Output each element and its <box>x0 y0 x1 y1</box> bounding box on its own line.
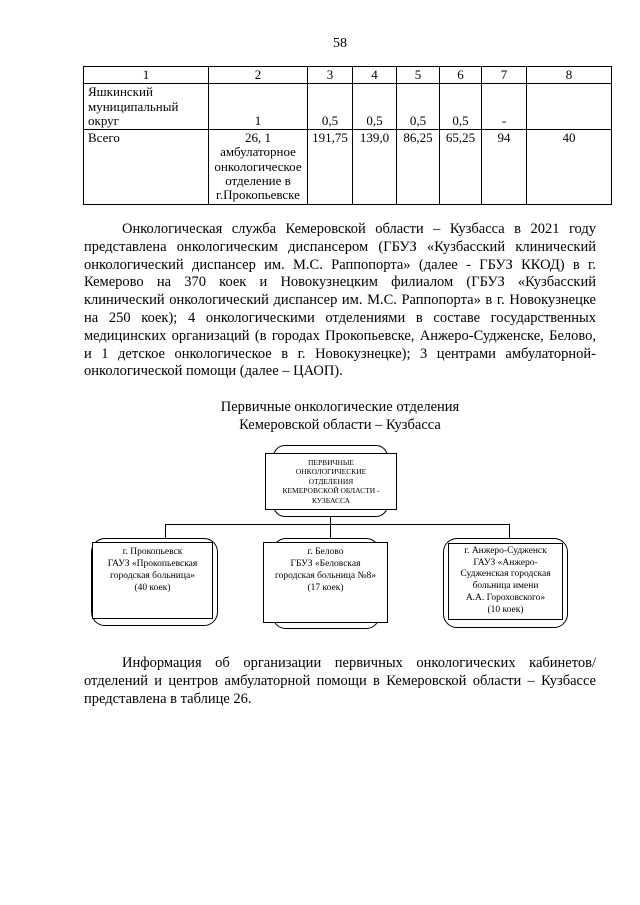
table-header-row: 1 2 3 4 5 6 7 8 <box>83 65 612 85</box>
table-header-cell: 5 <box>396 65 440 85</box>
node-anzhero: г. Анжеро-Судженск ГАУЗ «Анжеро- Судженс… <box>448 543 563 620</box>
table-header-cell: 4 <box>352 65 397 85</box>
table-row: Всего 26, 1 амбулаторное онкологическое … <box>83 129 612 205</box>
table-cell: 26, 1 амбулаторное онкологическое отделе… <box>208 129 308 205</box>
table-cell: 0,5 <box>352 83 397 131</box>
table-cell: 0,5 <box>396 83 440 131</box>
table-cell: 1 <box>208 83 308 131</box>
table-cell: Всего <box>83 129 209 205</box>
node-anzhero-label: г. Анжеро-Судженск ГАУЗ «Анжеро- Судженс… <box>460 546 551 615</box>
table-cell <box>526 83 612 131</box>
summary-table: 1 2 3 4 5 6 7 8 Яшкинский муниципальный … <box>83 65 612 205</box>
table-header-cell: 1 <box>83 65 209 85</box>
root-node: ПЕРВИЧНЫЕ ОНКОЛОГИЧЕСКИЕ ОТДЕЛЕНИЯ КЕМЕР… <box>265 453 397 510</box>
table-cell: 139,0 <box>352 129 397 205</box>
table-cell: 191,75 <box>307 129 353 205</box>
table-header-cell: 8 <box>526 65 612 85</box>
table-header-cell: 7 <box>481 65 527 85</box>
outro-paragraph-text: Информация об организации первичных онко… <box>84 655 596 707</box>
table-cell: 40 <box>526 129 612 205</box>
table-header-cell: 6 <box>439 65 482 85</box>
intro-paragraph-text: Онкологическая служба Кемеровской област… <box>84 221 596 380</box>
node-belovo: г. Белово ГБУЗ «Беловская городская боль… <box>263 542 388 623</box>
table-cell: Яшкинский муниципальный округ <box>83 83 209 131</box>
table-cell: 65,25 <box>439 129 482 205</box>
org-chart: ПЕРВИЧНЫЕ ОНКОЛОГИЧЕСКИЕ ОТДЕЛЕНИЯ КЕМЕР… <box>0 437 640 652</box>
table-header-cell: 3 <box>307 65 353 85</box>
table-cell: 0,5 <box>307 83 353 131</box>
connector-vertical-middle <box>330 517 331 542</box>
connector-vertical-right <box>509 524 510 541</box>
table-header-cell: 2 <box>208 65 308 85</box>
node-prokopyevsk-label: г. Прокопьевск ГАУЗ «Прокопьевская город… <box>107 547 198 593</box>
connector-vertical-left <box>165 524 166 541</box>
node-belovo-label: г. Белово ГБУЗ «Беловская городская боль… <box>274 547 377 593</box>
table-cell: - <box>481 83 527 131</box>
outro-paragraph: Информация об организации первичных онко… <box>84 655 596 708</box>
table-cell: 94 <box>481 129 527 205</box>
page-number: 58 <box>333 36 347 51</box>
node-prokopyevsk: г. Прокопьевск ГАУЗ «Прокопьевская город… <box>92 542 213 619</box>
table-cell: 0,5 <box>439 83 482 131</box>
table-cell: 86,25 <box>396 129 440 205</box>
root-node-label: ПЕРВИЧНЫЕ ОНКОЛОГИЧЕСКИЕ ОТДЕЛЕНИЯ КЕМЕР… <box>282 457 380 505</box>
intro-paragraph: Онкологическая служба Кемеровской област… <box>84 221 596 381</box>
connector-horizontal <box>165 524 510 525</box>
org-chart-title: Первичные онкологические отделения Кемер… <box>220 399 460 433</box>
table-row: Яшкинский муниципальный округ 1 0,5 0,5 … <box>83 83 612 131</box>
